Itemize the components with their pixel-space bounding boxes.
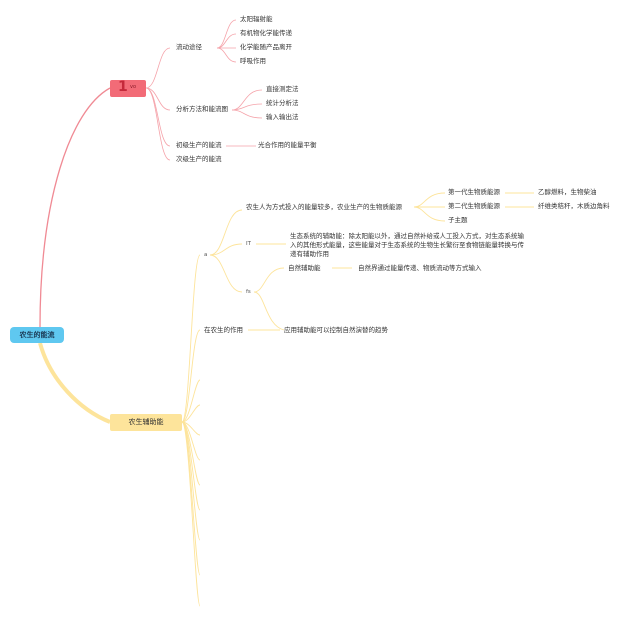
topic-primary-production[interactable]: 初级生产的能流 — [176, 141, 222, 149]
topic-direct-measure[interactable]: 直接测定法 — [266, 85, 299, 93]
red-branch-number: 1 — [118, 79, 128, 95]
topic-flow-path[interactable]: 流动途径 — [176, 43, 202, 51]
topic-analysis-method[interactable]: 分析方法和能流图 — [176, 105, 228, 113]
topic-gen1-example[interactable]: 乙醇燃料，生物柴油 — [538, 188, 597, 196]
topic-io-method[interactable]: 输入输出法 — [266, 113, 299, 121]
yellow-branch-node[interactable]: 农生辅助能 — [110, 414, 182, 431]
topic-a[interactable]: a — [204, 252, 208, 258]
topic-role-in-agro[interactable]: 在农生的作用 — [204, 326, 243, 334]
topic-human-input[interactable]: 农生人为方式投入的能量较多，农业生产的生物质能源 — [246, 203, 402, 211]
topic-natural-input[interactable]: 自然界通过能量传递、物质流动等方式输入 — [358, 264, 482, 272]
topic-respiration[interactable]: 呼吸作用 — [240, 57, 266, 65]
root-node[interactable]: 农生的能流 — [10, 327, 64, 343]
topic-gen2[interactable]: 第二代生物质能源 — [448, 202, 500, 210]
red-branch-node[interactable]: 1 vo — [110, 79, 146, 97]
topic-subtopic[interactable]: 子主题 — [448, 216, 468, 224]
topic-auxiliary-definition[interactable]: 生态系统的辅助能：除太阳能以外，通过自然补给或人工投入方式，对生态系统输入的其他… — [290, 232, 524, 258]
connector-root-yellow — [38, 342, 111, 424]
topic-fs[interactable]: fs — [246, 289, 251, 295]
topic-statistic-analysis[interactable]: 统计分析法 — [266, 99, 299, 107]
topic-organic-energy[interactable]: 有机物化学能传递 — [240, 29, 292, 37]
topic-gen1[interactable]: 第一代生物质能源 — [448, 188, 500, 196]
topic-gen2-example[interactable]: 纤维类秸秆，木质边角料 — [538, 202, 610, 210]
topic-secondary-production[interactable]: 次级生产的能流 — [176, 155, 222, 163]
topic-natural-auxiliary[interactable]: 自然辅助能 — [288, 264, 321, 272]
topic-solar-radiation[interactable]: 太阳辐射能 — [240, 15, 273, 23]
topic-it[interactable]: IT — [246, 241, 251, 247]
topic-photosynthesis-balance[interactable]: 光合作用的能量平衡 — [258, 141, 317, 149]
red-branch-sub: vo — [130, 84, 137, 90]
topic-control-succession[interactable]: 应用辅助能可以控制自然演替的趋势 — [284, 326, 388, 334]
connector-root-red — [39, 87, 111, 328]
topic-product-leave[interactable]: 化学能随产品离开 — [240, 43, 292, 51]
